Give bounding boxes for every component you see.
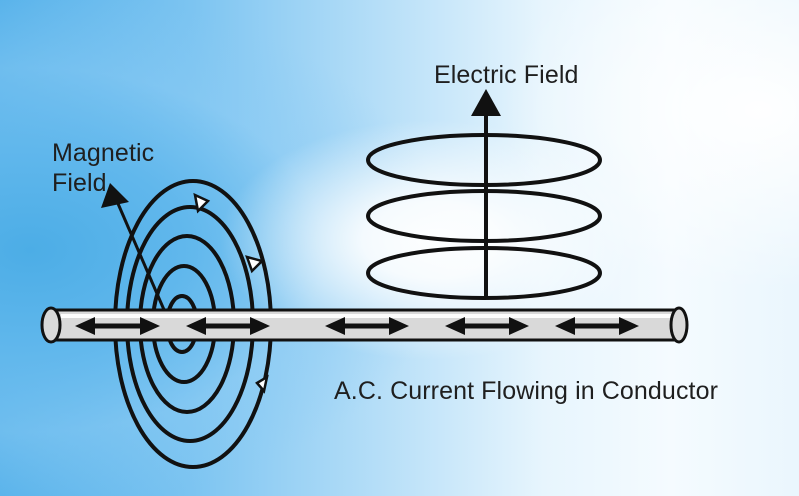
magnetic-arrow-bottom [255,374,269,394]
magnetic-arrow-top [193,192,211,214]
magnetic-field-label-line-1: Magnetic [52,139,155,167]
current-arrow-1 [75,317,160,335]
current-arrow-4 [445,317,529,335]
current-arrow-2 [186,317,270,335]
current-arrow-5 [555,317,639,335]
magnetic-direction-markers [193,192,269,394]
current-arrows [75,317,639,335]
magnetic-field-label-line-2: Field [52,169,107,197]
magnetic-field-pointer [101,183,170,320]
conductor-right-end [669,306,689,344]
magnetic-arrow-right [245,255,265,274]
electric-field-label: Electric Field [434,61,579,89]
current-label: A.C. Current Flowing in Conductor [334,377,719,405]
conductor-left-end [40,306,62,344]
electric-field-vector [471,89,501,297]
current-arrow-3 [325,317,409,335]
